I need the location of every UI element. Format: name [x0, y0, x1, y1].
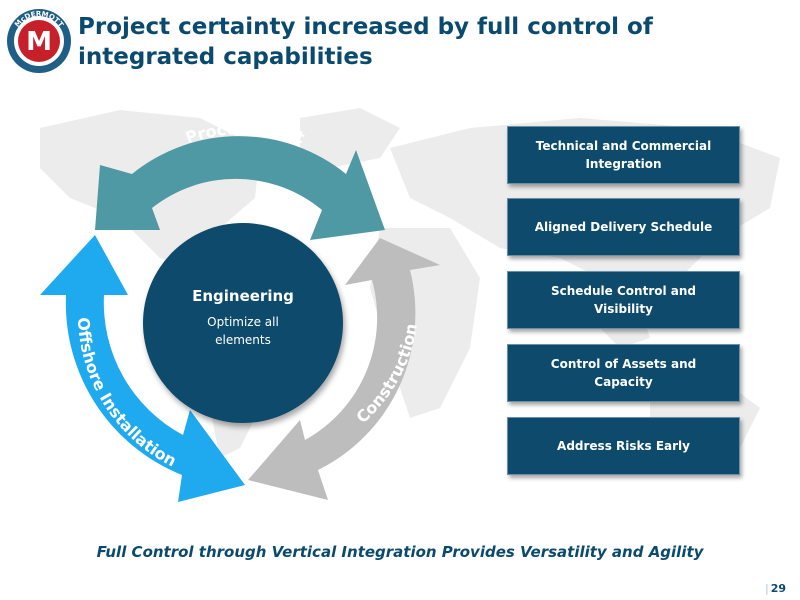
procurement-arrow [95, 136, 385, 240]
engineering-circle: Engineering Optimize all elements [143, 223, 343, 423]
offshore-installation-arrow [40, 235, 245, 502]
engineering-subtitle: Optimize all elements [207, 315, 279, 347]
engineering-title: Engineering [192, 287, 294, 305]
page-number: |29 [764, 582, 786, 595]
capability-box-address-risks: Address Risks Early [507, 417, 740, 475]
mcdermott-logo: McDERMOTT M [7, 9, 71, 73]
logo-letter: M [26, 27, 52, 57]
page-title: Project certainty increased by full cont… [78, 14, 653, 70]
capability-box-aligned-delivery: Aligned Delivery Schedule [507, 198, 740, 256]
capability-box-assets-capacity: Control of Assets and Capacity [507, 344, 740, 402]
page-number-value: 29 [770, 582, 786, 595]
capability-box-technical-commercial: Technical and Commercial Integration [507, 126, 740, 184]
capability-box-schedule-control: Schedule Control and Visibility [507, 271, 740, 329]
construction-arrow [248, 238, 440, 500]
tagline: Full Control through Vertical Integratio… [96, 543, 704, 561]
capability-cycle: Procurement Construction Offshore Instal… [40, 119, 440, 502]
